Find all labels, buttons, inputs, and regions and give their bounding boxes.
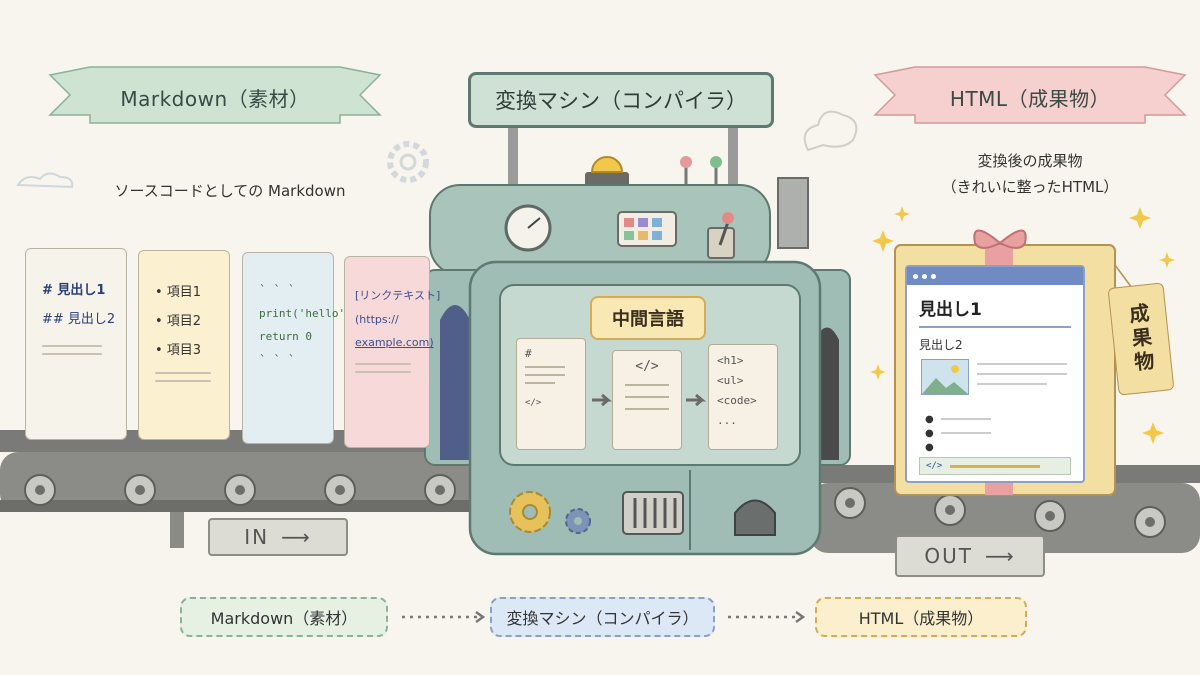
- result-tag: 成果物: [1107, 282, 1175, 396]
- in-label: IN: [244, 525, 270, 549]
- doc-code-mark: </>: [525, 398, 542, 408]
- doc-line: <ul>: [717, 374, 744, 387]
- card-line: return 0: [259, 330, 312, 343]
- gear-decoration-icon: [387, 141, 429, 183]
- machine-doc-markdown: # </>: [516, 338, 586, 450]
- input-caption: ソースコードとしての Markdown: [114, 182, 346, 200]
- doc-line: ...: [717, 414, 737, 427]
- card-line: [リンクテキスト]: [355, 289, 441, 302]
- markdown-card-headings: # 見出し1 ## 見出し2: [25, 248, 127, 440]
- card-line: ` ` `: [259, 353, 296, 367]
- markdown-card-list: • 項目1 • 項目2 • 項目3: [138, 250, 230, 440]
- flow-step-compiler: 変換マシン（コンパイラ）: [490, 597, 715, 637]
- card-line: example.com): [355, 336, 434, 349]
- in-sign: IN ⟶: [208, 518, 348, 556]
- card-line: # 見出し1: [42, 283, 106, 298]
- output-caption-line2: （きれいに整ったHTML）: [941, 178, 1119, 196]
- preview-heading2: 見出し2: [919, 338, 963, 352]
- flow-step-markdown: Markdown（素材）: [180, 597, 388, 637]
- card-line: • 項目1: [155, 285, 202, 300]
- output-banner-shape: [873, 66, 1187, 124]
- browser-titlebar: [907, 267, 1083, 285]
- doc-code-mark: </>: [635, 359, 659, 374]
- gear-small-icon: [565, 508, 591, 534]
- doc-heading-mark: #: [525, 347, 532, 360]
- html-output-preview: 見出し1 見出し2 ●●● </>: [905, 265, 1085, 483]
- output-caption-line1: 変換後の成果物: [977, 152, 1083, 170]
- card-line: • 項目3: [155, 343, 202, 358]
- preview-heading1: 見出し1: [919, 300, 982, 320]
- image-icon: [921, 359, 969, 395]
- markdown-card-link: [リンクテキスト] (https:// example.com): [344, 256, 441, 448]
- out-label: OUT: [924, 544, 973, 568]
- card-line: ` ` `: [259, 283, 296, 297]
- input-banner-shape: [48, 66, 382, 124]
- output-banner: HTML（成果物）: [949, 86, 1111, 111]
- card-line: • 項目2: [155, 314, 202, 329]
- sparkle-icon: [870, 206, 1175, 444]
- input-banner: Markdown（素材）: [120, 86, 310, 111]
- machine-doc-intermediate: </>: [612, 350, 682, 450]
- doc-line: <h1>: [717, 354, 744, 367]
- arrow-right-icon: ⟶: [281, 525, 312, 549]
- card-line: (https://: [355, 313, 399, 326]
- doc-line: <code>: [717, 394, 757, 407]
- arrow-right-icon: ⟶: [984, 544, 1016, 568]
- gear-icon: [509, 491, 551, 533]
- markdown-card-code: ` ` ` print('hello') return 0 ` ` `: [242, 252, 352, 444]
- flow-step-html: HTML（成果物）: [815, 597, 1027, 637]
- machine-doc-html: <h1> <ul> <code> ...: [708, 344, 778, 450]
- card-line: print('hello'): [259, 307, 352, 320]
- intermediate-language-label: 中間言語: [590, 296, 706, 340]
- cloud-decoration: [16, 172, 74, 189]
- preview-code: </>: [926, 461, 943, 471]
- machine-title-banner: 変換マシン（コンパイラ）: [468, 72, 774, 128]
- card-line: ## 見出し2: [42, 312, 116, 327]
- out-sign: OUT ⟶: [895, 535, 1045, 577]
